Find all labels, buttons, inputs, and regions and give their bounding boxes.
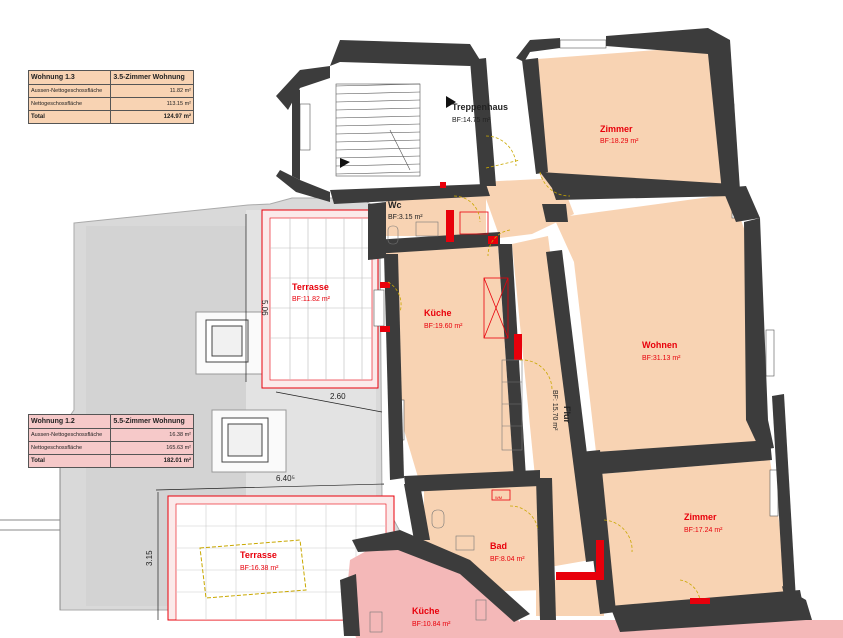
apartment-13-fills bbox=[386, 46, 790, 616]
dim-terrace-bottom-height: 3.15 bbox=[145, 550, 154, 566]
door-swings bbox=[387, 135, 701, 601]
area-value: 11.82 m² bbox=[110, 84, 194, 98]
svg-text:Flur: Flur bbox=[562, 406, 572, 423]
svg-text:Terrasse: Terrasse bbox=[292, 282, 329, 292]
area-value: 113.15 m² bbox=[110, 97, 194, 111]
room-label-terrasse-bottom: Terrasse BF:16.38 m² bbox=[240, 550, 279, 572]
svg-text:BF:10.84 m²: BF:10.84 m² bbox=[412, 621, 451, 628]
skylight-top bbox=[195, 311, 263, 375]
room-label-wohnen: Wohnen BF:31.13 m² bbox=[642, 340, 681, 362]
room-label-kueche-top: Küche BF:19.60 m² bbox=[424, 308, 463, 330]
svg-text:BF:8.04 m²: BF:8.04 m² bbox=[490, 556, 525, 563]
svg-text:Treppenhaus: Treppenhaus bbox=[452, 102, 508, 112]
wm-label: WM bbox=[495, 495, 502, 500]
skylight-bottom bbox=[211, 409, 287, 473]
total-label: Total bbox=[27, 110, 112, 124]
walls bbox=[276, 28, 812, 636]
fixtures bbox=[459, 211, 511, 501]
apartment-table-1-3: Wohnung 1.3 3.5-Zimmer Wohnung Aussen-Ne… bbox=[27, 70, 194, 124]
area-value: 16.38 m² bbox=[110, 428, 194, 442]
room-label-zimmer-top: Zimmer BF:18.29 m² bbox=[600, 124, 639, 145]
kitchen-counter bbox=[369, 221, 523, 633]
svg-text:Zimmer: Zimmer bbox=[600, 124, 633, 134]
svg-text:BF:17.24 m²: BF:17.24 m² bbox=[684, 527, 723, 534]
svg-text:BF:14.75 m²: BF:14.75 m² bbox=[452, 117, 491, 124]
staircase bbox=[292, 60, 480, 186]
total-value: 182.01 m² bbox=[110, 454, 194, 468]
room-label-wc: Wc BF:3.15 m² bbox=[388, 200, 423, 221]
svg-text:BF:16.38 m²: BF:16.38 m² bbox=[240, 565, 279, 572]
terrace-top bbox=[261, 209, 379, 389]
svg-text:Wohnen: Wohnen bbox=[642, 340, 677, 350]
apartment-title: Wohnung 1.2 bbox=[27, 414, 112, 429]
apartment-subtitle: 3.5-Zimmer Wohnung bbox=[110, 70, 194, 85]
dim-terrace-top-width: 2.60 bbox=[330, 392, 346, 401]
room-label-treppenhaus: Treppenhaus BF:14.75 m² bbox=[452, 102, 508, 124]
room-label-kueche-bottom: Küche BF:10.84 m² bbox=[412, 606, 451, 628]
dim-terrace-bottom-width: 6.40⁵ bbox=[276, 474, 295, 483]
svg-text:BF:31.13 m²: BF:31.13 m² bbox=[642, 355, 681, 362]
room-label-zimmer-bottom: Zimmer BF:17.24 m² bbox=[684, 512, 723, 534]
apartment-subtitle: 5.5-Zimmer Wohnung bbox=[110, 414, 194, 429]
area-label: Nettogeschossfläche bbox=[27, 97, 112, 111]
apartment-table-1-2: Wohnung 1.2 5.5-Zimmer Wohnung Aussen-Ne… bbox=[27, 414, 194, 468]
svg-text:Terrasse: Terrasse bbox=[240, 550, 277, 560]
svg-text:BF:18.29 m²: BF:18.29 m² bbox=[600, 138, 639, 145]
total-label: Total bbox=[27, 454, 112, 468]
svg-text:BF:3.15 m²: BF:3.15 m² bbox=[388, 214, 423, 221]
room-label-terrasse-top: Terrasse BF:11.82 m² bbox=[292, 282, 331, 303]
svg-text:BF:11.82 m²: BF:11.82 m² bbox=[292, 296, 331, 303]
svg-text:Bad: Bad bbox=[490, 541, 507, 551]
svg-text:Küche: Küche bbox=[424, 308, 452, 318]
area-value: 165.63 m² bbox=[110, 441, 194, 455]
apartment-title: Wohnung 1.3 bbox=[27, 70, 112, 85]
area-label: Nettogeschossfläche bbox=[27, 441, 112, 455]
apartment-12-fills bbox=[346, 540, 843, 638]
total-value: 124.97 m² bbox=[110, 110, 194, 124]
svg-text:Wc: Wc bbox=[388, 200, 402, 210]
area-label: Aussen-Nettogeschossfläche bbox=[27, 84, 112, 98]
area-label: Aussen-Nettogeschossfläche bbox=[27, 428, 112, 442]
dim-terrace-top-height: 5.06 bbox=[260, 300, 269, 316]
room-label-flur: Flur BF: 15.70 m² bbox=[551, 390, 572, 431]
svg-text:Küche: Küche bbox=[412, 606, 440, 616]
room-label-bad: Bad BF:8.04 m² bbox=[490, 541, 525, 563]
svg-text:Zimmer: Zimmer bbox=[684, 512, 717, 522]
dimension-lines bbox=[155, 214, 385, 620]
svg-text:BF: 15.70 m²: BF: 15.70 m² bbox=[551, 390, 558, 431]
svg-text:BF:19.60 m²: BF:19.60 m² bbox=[424, 323, 463, 330]
